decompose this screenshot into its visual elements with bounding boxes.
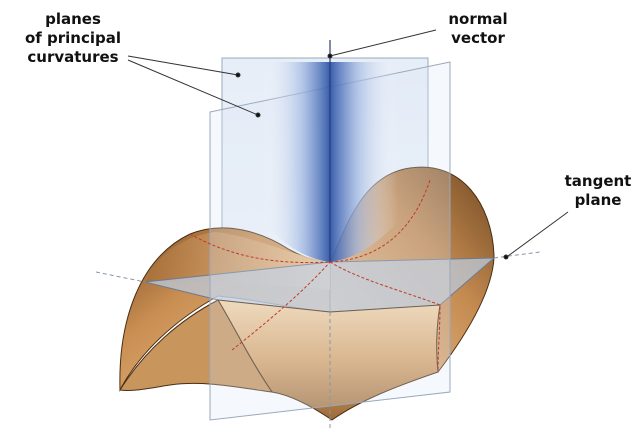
label-normal-vector: normal vector: [438, 10, 518, 48]
label-tangent-line-1: tangent: [564, 172, 632, 190]
label-tangent-line-2: plane: [574, 191, 622, 209]
label-normal-line-1: normal: [448, 10, 508, 28]
principal-curve-3: [231, 261, 331, 351]
leader-tangent: [507, 211, 569, 257]
leader-tangent-dot: [503, 254, 509, 260]
tangent-axis-right: [493, 251, 541, 259]
label-planes-of-principal-curvatures: planes of principal curvatures: [18, 10, 128, 67]
label-planes-line-1: planes: [45, 10, 101, 28]
principal-curve-1: [189, 179, 431, 264]
saddle-front-left-body: [119, 299, 274, 393]
leader-planes-2-dot: [255, 112, 261, 118]
leader-planes-2: [127, 59, 259, 116]
leader-normal: [329, 29, 437, 57]
leader-normal-dot: [327, 53, 333, 59]
leader-lines: [127, 29, 569, 260]
label-planes-line-3: curvatures: [27, 48, 119, 66]
tangent-axis-left: [95, 271, 146, 283]
leader-planes-1-dot: [235, 72, 241, 78]
label-planes-line-2: of principal: [24, 29, 122, 47]
label-normal-line-2: vector: [451, 29, 505, 47]
leader-planes-1: [127, 55, 239, 76]
label-tangent-plane: tangent plane: [560, 172, 636, 210]
